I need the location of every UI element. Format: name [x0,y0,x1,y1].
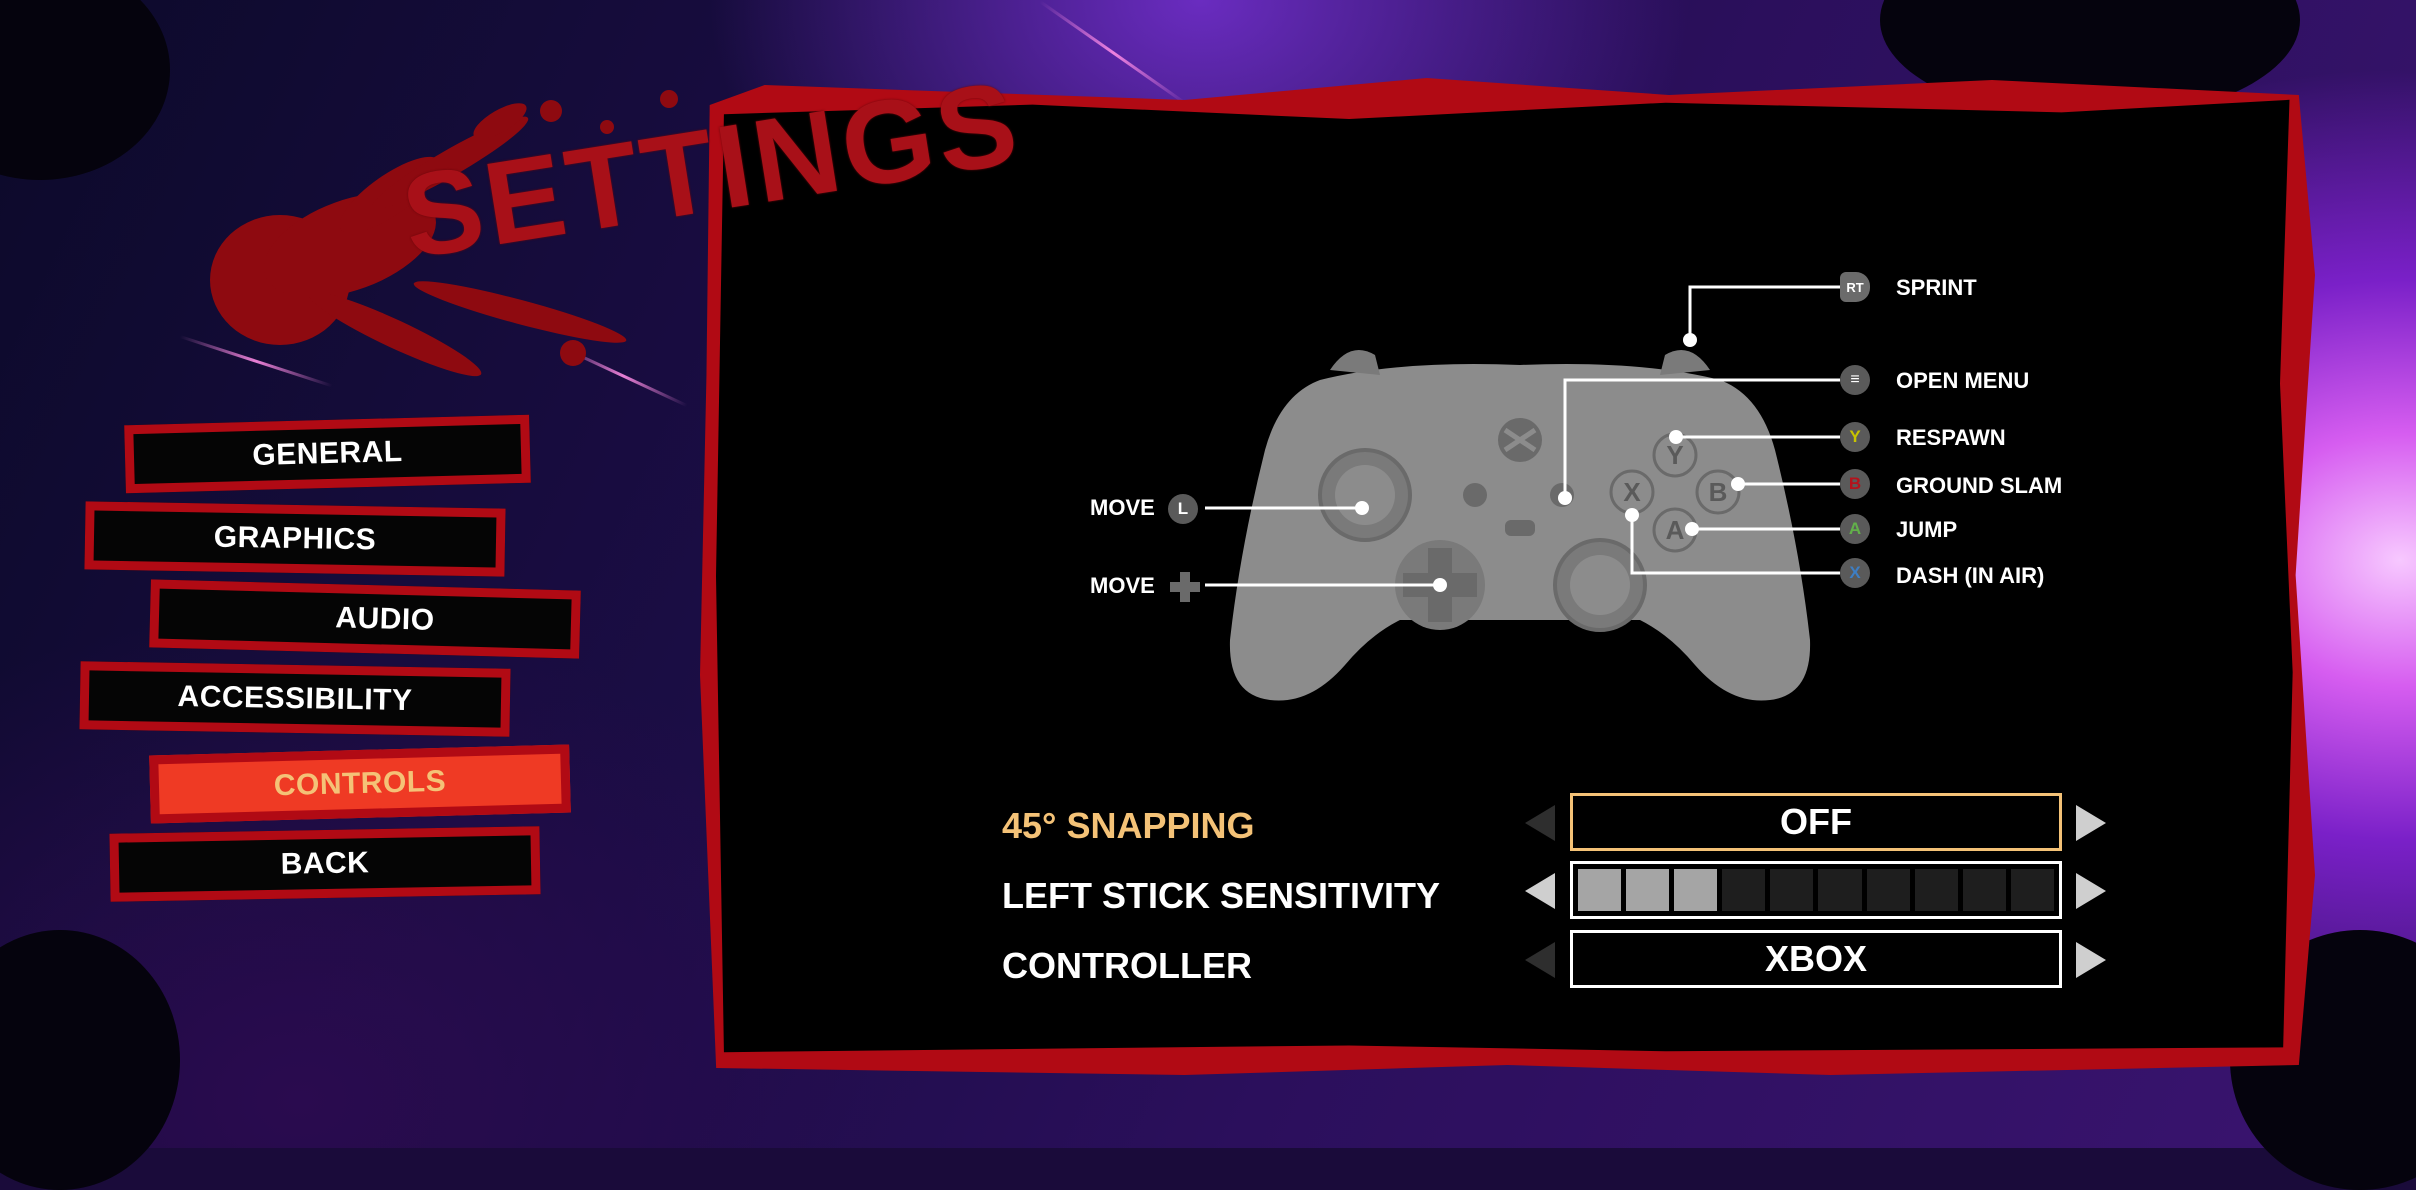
callout-lines [1205,285,1840,592]
snapping-prev-arrow[interactable] [1525,805,1555,841]
x-glyph-icon: X [1840,558,1870,588]
sensitivity-segment [1770,869,1814,911]
b-glyph-icon: B [1840,469,1870,499]
sensitivity-label: LEFT STICK SENSITIVITY [1002,875,1441,916]
rt-trigger-icon: RT [1840,272,1870,302]
b-button-icon [1695,469,1741,515]
move-dpad-label: MOVE [1090,573,1155,598]
b-button-label: B [1709,477,1728,507]
sensitivity-segment [1818,869,1862,911]
dpad-glyph-icon [1170,572,1200,602]
left-stick-glyph-icon: L [1168,494,1198,524]
a-glyph-icon: A [1840,514,1870,544]
binding-label-jump: JUMP [1896,517,1958,542]
sensitivity-segment [1722,869,1766,911]
binding-label-sprint: SPRINT [1896,275,1977,300]
sensitivity-segment [1914,869,1958,911]
snapping-next-arrow[interactable] [2076,805,2106,841]
sensitivity-increase-arrow[interactable] [2076,873,2106,909]
sensitivity-decrease-arrow[interactable] [1525,873,1555,909]
binding-label-ground-slam: GROUND SLAM [1896,473,2063,498]
binding-label-respawn: RESPAWN [1896,425,2006,450]
menu-button-glyph-icon: ≡ [1840,365,1870,395]
sensitivity-segment [1962,869,2006,911]
controller-prev-arrow[interactable] [1525,942,1555,978]
y-glyph-icon: Y [1840,422,1870,452]
controller-diagram: Y B A X [1229,350,1811,701]
y-button-label: Y [1666,440,1683,470]
sensitivity-segment [1578,869,1622,911]
binding-label-open-menu: OPEN MENU [1896,368,2030,393]
controller-value[interactable]: XBOX [1570,930,2062,988]
controller-next-arrow[interactable] [2076,942,2106,978]
x-button-label: X [1623,477,1641,507]
binding-label-dash: DASH (IN AIR) [1896,563,2045,588]
view-button-icon [1463,483,1487,507]
sensitivity-segment [1866,869,1910,911]
sensitivity-segment [1674,869,1718,911]
controller-label: CONTROLLER [1002,945,1252,986]
move-stick-label: MOVE [1090,495,1155,520]
sensitivity-slider[interactable] [1570,861,2062,919]
snapping-label: 45° SNAPPING [1002,805,1255,846]
sensitivity-segment [2010,869,2054,911]
sensitivity-segment [1626,869,1670,911]
snapping-value[interactable]: OFF [1570,793,2062,851]
share-button-icon [1505,520,1535,536]
a-button-label: A [1666,515,1685,545]
